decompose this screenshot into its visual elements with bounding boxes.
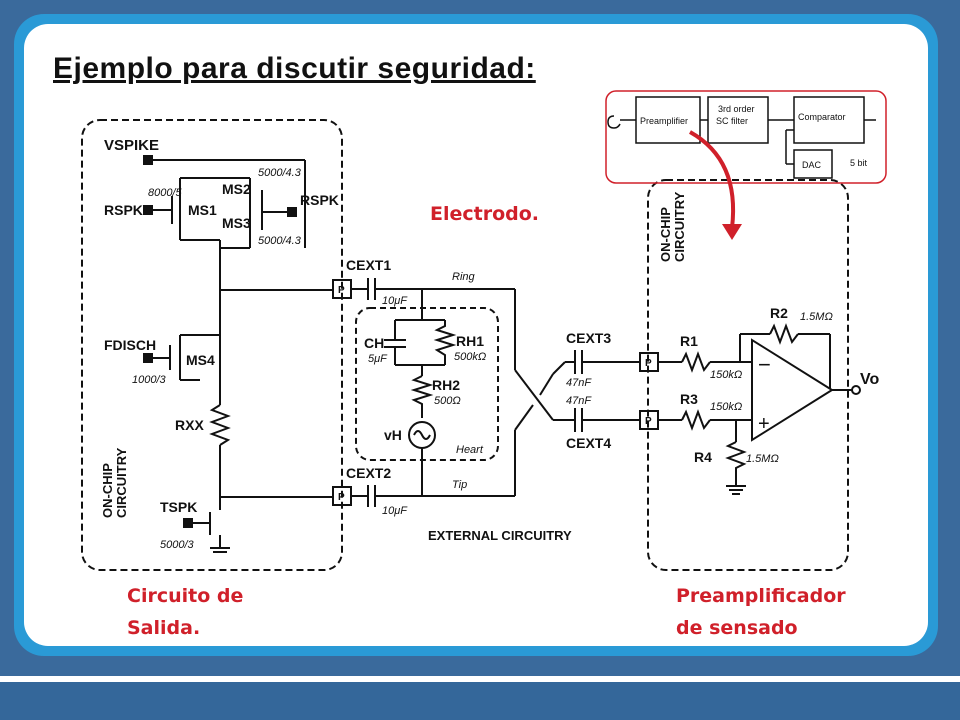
on-chip-right-1: ON-CHIP: [658, 207, 673, 262]
cext2-value: 10μF: [382, 505, 408, 517]
rspk-left-label: RSPK: [104, 202, 143, 218]
cext3-value: 47nF: [566, 377, 592, 389]
pad-label: P: [338, 285, 345, 296]
ms2-label: MS2: [222, 181, 251, 197]
rh1-label: RH1: [456, 333, 484, 349]
size-top-label: 5000/4.3: [258, 167, 302, 179]
on-chip-left-2: CIRCUITRY: [114, 447, 129, 518]
vspike-label: VSPIKE: [104, 137, 159, 154]
r3-label: R3: [680, 391, 698, 407]
pad-label: P: [645, 358, 652, 369]
on-chip-left-1: ON-CHIP: [100, 463, 115, 518]
fdisch-label: FDISCH: [104, 337, 156, 353]
bottom-bar: [0, 676, 960, 720]
dac-label: DAC: [802, 160, 822, 170]
ring-label: Ring: [452, 271, 476, 283]
circuito-note: Circuito de Salida.: [127, 580, 243, 644]
r4-value: 1.5MΩ: [746, 453, 779, 465]
ch-label: CH: [364, 335, 384, 351]
slide-title: Ejemplo para discutir seguridad:: [53, 52, 536, 85]
tip-label: Tip: [452, 479, 467, 491]
pointer-arrow: [689, 130, 742, 240]
preamp-note-line1: Preamplificador: [676, 585, 846, 607]
circuito-note-line2: Salida.: [127, 617, 201, 639]
cext2-label: CEXT2: [346, 465, 391, 481]
filter-label-1: 3rd order: [718, 104, 755, 114]
rh2-label: RH2: [432, 377, 460, 393]
pad-label: P: [338, 492, 345, 503]
filter-label-2: SC filter: [716, 116, 748, 126]
on-chip-right-2: CIRCUITRY: [672, 191, 687, 262]
cext1-value: 10μF: [382, 295, 408, 307]
r1-value: 150kΩ: [710, 369, 742, 381]
ms4-label: MS4: [186, 352, 215, 368]
cext1-label: CEXT1: [346, 257, 391, 273]
rh2-value: 500Ω: [434, 395, 461, 407]
size-tspk-label: 5000/3: [160, 539, 195, 551]
rspk-right-label: RSPK: [300, 192, 339, 208]
preamplifier-label: Preamplifier: [640, 116, 688, 126]
circuito-note-line1: Circuito de: [127, 585, 244, 607]
electrodo-note: Electrodo.: [430, 203, 540, 225]
size-bottom-label: 5000/4.3: [258, 235, 302, 247]
r1-label: R1: [680, 333, 698, 349]
external-circuitry-label: EXTERNAL CIRCUITRY: [428, 528, 572, 543]
opamp-minus: −: [758, 352, 771, 377]
cext4-label: CEXT4: [566, 435, 611, 451]
preamp-note: Preamplificador de sensado: [676, 580, 846, 644]
pad-label: P: [645, 416, 652, 427]
size-left-label: 8000/5: [148, 187, 183, 199]
ms3-label: MS3: [222, 215, 251, 231]
cext4-value: 47nF: [566, 395, 592, 407]
rxx-label: RXX: [175, 417, 204, 433]
r4-label: R4: [694, 449, 712, 465]
r2-value: 1.5MΩ: [800, 311, 833, 323]
on-chip-left-box: [81, 119, 343, 571]
vh-label: vH: [384, 427, 402, 443]
r3-value: 150kΩ: [710, 401, 742, 413]
rh1-value: 500kΩ: [454, 351, 486, 363]
preamp-note-line2: de sensado: [676, 617, 798, 639]
size-ms4-label: 1000/3: [132, 374, 167, 386]
comparator-label: Comparator: [798, 112, 846, 122]
heart-label: Heart: [456, 444, 484, 456]
r2-label: R2: [770, 305, 788, 321]
vo-label: Vo: [860, 371, 879, 388]
bits-label: 5 bit: [850, 158, 868, 168]
ms1-label: MS1: [188, 202, 217, 218]
on-chip-right-box: [647, 179, 849, 571]
cext3-label: CEXT3: [566, 330, 611, 346]
opamp-plus: +: [758, 413, 770, 435]
ch-value: 5μF: [368, 353, 388, 365]
tspk-label: TSPK: [160, 499, 197, 515]
